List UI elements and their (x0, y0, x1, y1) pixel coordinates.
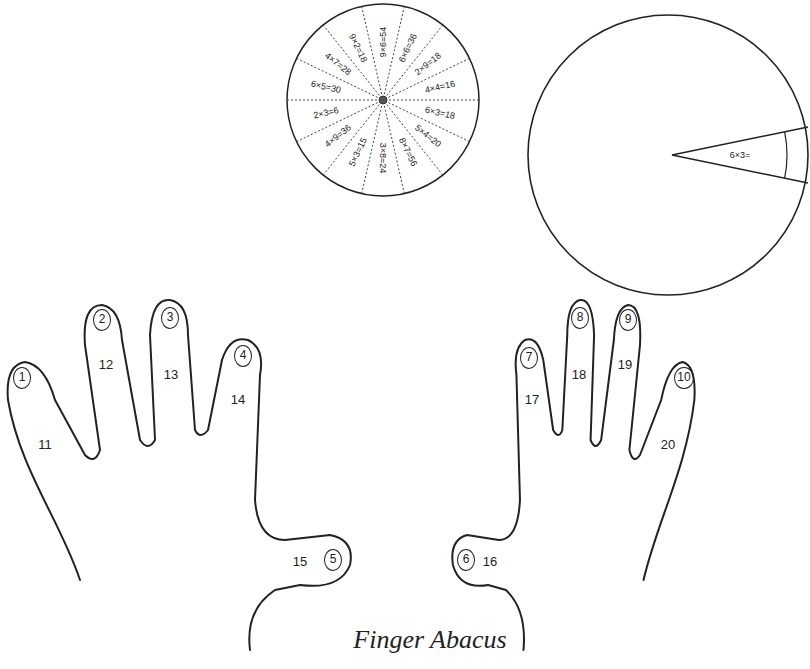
dial-cover (528, 15, 808, 295)
finger-number: 17 (525, 393, 539, 408)
multiplication-fact: 3×8=24 (378, 143, 388, 174)
right-hand (452, 300, 694, 650)
multiplication-fact: 6×6=36 (397, 32, 420, 64)
times-table-disk: 9×6=54 6×6=362×9=18 4×4=16 6×3=18 5×4=208×7=… (286, 3, 480, 197)
fingernail-number: 4 (234, 345, 252, 367)
window-fact: 6×3= (730, 150, 751, 160)
fingernail-number: 8 (571, 307, 589, 329)
fingernail-number: 2 (93, 309, 111, 331)
multiplication-fact: 2×9=18 (413, 50, 443, 77)
finger-number: 9 (625, 313, 632, 326)
fingernail-number: 5 (324, 549, 342, 571)
finger-number: 19 (618, 358, 632, 373)
multiplication-fact: 4×4=16 (423, 79, 455, 96)
finger-number: 11 (38, 438, 52, 453)
finger-number: 5 (330, 553, 337, 566)
finger-number: 2 (99, 313, 106, 326)
fingernail-number: 7 (520, 347, 538, 369)
segment-divider (389, 100, 479, 101)
multiplication-fact: 4×9=36 (322, 123, 352, 150)
multiplication-fact: 6×5=30 (310, 79, 342, 96)
fingernail-number: 9 (619, 309, 637, 331)
finger-number: 12 (99, 358, 113, 373)
finger-number: 3 (167, 311, 174, 324)
fingernail-number: 1 (13, 367, 31, 389)
fingernail-number: 10 (674, 367, 693, 389)
left-hand (8, 300, 351, 650)
finger-number: 1 (19, 371, 26, 384)
caption: Finger Abacus (353, 625, 506, 655)
finger-number: 10 (677, 371, 690, 384)
fingernail-number: 6 (457, 549, 475, 571)
finger-number: 14 (231, 393, 245, 408)
fingernail-number: 3 (161, 307, 179, 329)
finger-number: 6 (463, 553, 470, 566)
multiplication-fact: 9×6=54 (378, 27, 388, 58)
multiplication-fact: 9×2=18 (347, 32, 370, 64)
multiplication-fact: 5×3=15 (347, 136, 370, 168)
segment-divider (287, 100, 377, 101)
finger-number: 20 (661, 438, 675, 453)
finger-number: 18 (572, 368, 586, 383)
multiplication-fact: 2×3=6 (313, 105, 340, 121)
dial-window: 6×3= (670, 125, 810, 185)
multiplication-fact: 8×7=56 (397, 136, 420, 168)
disk-pivot (379, 96, 387, 104)
finger-number: 13 (164, 368, 178, 383)
finger-number: 15 (293, 555, 307, 570)
multiplication-fact: 6×3=18 (423, 104, 455, 121)
multiplication-fact: 5×4=20 (413, 123, 443, 150)
finger-number: 7 (526, 351, 533, 364)
finger-number: 8 (577, 311, 584, 324)
finger-number: 4 (240, 349, 247, 362)
finger-number: 16 (483, 555, 497, 570)
